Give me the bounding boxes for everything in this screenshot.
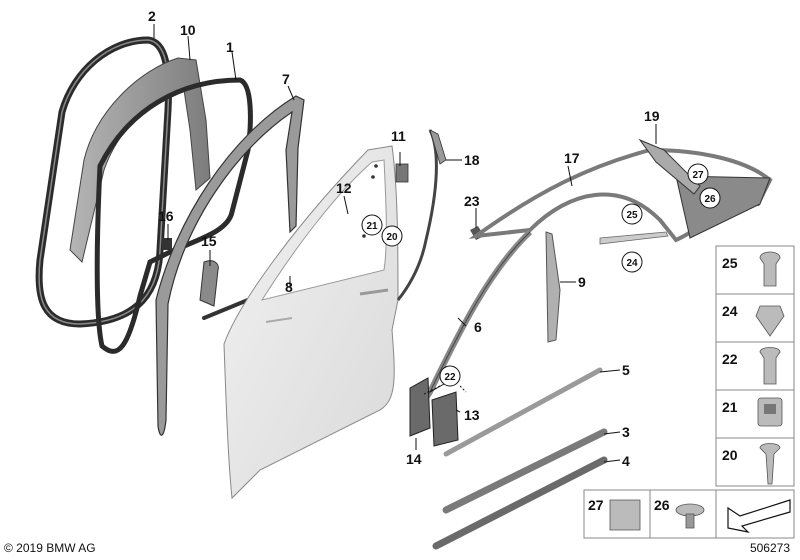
part-15-trim bbox=[199, 260, 219, 307]
callout-5: 5 bbox=[622, 362, 630, 378]
svg-text:8: 8 bbox=[285, 279, 293, 295]
callout-23: 23 bbox=[464, 193, 480, 209]
b-pillar-seal bbox=[396, 129, 438, 301]
callout-13: 13 bbox=[464, 407, 480, 423]
part-4-strip bbox=[432, 456, 608, 550]
document-number: 506273 bbox=[749, 541, 790, 555]
copyright-text: © 2019 BMW AG bbox=[4, 541, 96, 555]
circled-ref-26: 26 bbox=[699, 187, 721, 209]
svg-text:24: 24 bbox=[626, 258, 638, 269]
circled-ref-21: 21 bbox=[361, 214, 383, 236]
svg-text:2: 2 bbox=[148, 8, 156, 24]
svg-text:19: 19 bbox=[644, 108, 660, 124]
svg-text:1: 1 bbox=[226, 39, 234, 55]
svg-text:4: 4 bbox=[622, 453, 630, 469]
callout-2: 2 bbox=[148, 8, 156, 24]
callout-19: 19 bbox=[644, 108, 660, 124]
direction-arrow-box bbox=[715, 489, 795, 539]
svg-text:21: 21 bbox=[366, 221, 378, 232]
svg-text:25: 25 bbox=[626, 210, 638, 221]
callout-15: 15 bbox=[201, 233, 217, 249]
callout-10: 10 bbox=[180, 22, 196, 38]
svg-text:14: 14 bbox=[406, 451, 422, 467]
callout-7: 7 bbox=[282, 71, 290, 87]
svg-text:20: 20 bbox=[722, 447, 738, 463]
svg-text:18: 18 bbox=[464, 152, 480, 168]
callout-11: 11 bbox=[391, 128, 406, 144]
circled-ref-24: 24 bbox=[621, 251, 643, 273]
svg-text:26: 26 bbox=[654, 497, 670, 513]
svg-text:21: 21 bbox=[722, 399, 738, 415]
callout-8: 8 bbox=[285, 279, 293, 295]
callout-18: 18 bbox=[464, 152, 480, 168]
callout-1: 1 bbox=[226, 39, 234, 55]
part-3-strip bbox=[442, 428, 608, 514]
circled-ref-22: 22 bbox=[439, 365, 461, 387]
part-14-bracket bbox=[409, 377, 431, 437]
svg-text:27: 27 bbox=[588, 497, 604, 513]
svg-text:24: 24 bbox=[722, 303, 738, 319]
fastener-box-20: 20 bbox=[715, 437, 795, 487]
svg-text:23: 23 bbox=[464, 193, 480, 209]
svg-text:17: 17 bbox=[564, 150, 580, 166]
svg-text:15: 15 bbox=[201, 233, 217, 249]
part-9-cover bbox=[545, 231, 561, 343]
fastener-box-26: 26 bbox=[649, 489, 717, 539]
svg-text:22: 22 bbox=[444, 372, 456, 383]
callout-3: 3 bbox=[622, 424, 630, 440]
circled-ref-27: 27 bbox=[687, 163, 709, 185]
callout-4: 4 bbox=[622, 453, 630, 469]
door-seal-body bbox=[94, 77, 253, 354]
svg-text:13: 13 bbox=[464, 407, 480, 423]
part-11-clip bbox=[395, 163, 409, 183]
svg-text:11: 11 bbox=[391, 128, 406, 144]
svg-text:20: 20 bbox=[386, 232, 398, 243]
part-16-clip bbox=[162, 238, 172, 250]
svg-text:7: 7 bbox=[282, 71, 290, 87]
fastener-box-21: 21 bbox=[715, 389, 795, 439]
svg-text:3: 3 bbox=[622, 424, 630, 440]
fastener-box-22: 22 bbox=[715, 341, 795, 391]
callout-16: 16 bbox=[158, 208, 174, 224]
svg-text:5: 5 bbox=[622, 362, 630, 378]
callout-12: 12 bbox=[336, 180, 352, 196]
svg-text:25: 25 bbox=[722, 255, 738, 271]
fastener-box-25: 25 bbox=[715, 245, 795, 295]
circled-ref-25: 25 bbox=[621, 203, 643, 225]
circled-ref-20: 20 bbox=[381, 225, 403, 247]
svg-text:27: 27 bbox=[692, 170, 704, 181]
svg-text:12: 12 bbox=[336, 180, 352, 196]
svg-text:26: 26 bbox=[704, 194, 716, 205]
roof-trim bbox=[468, 147, 773, 243]
callout-14: 14 bbox=[406, 451, 422, 467]
door-frame-seal bbox=[155, 95, 305, 436]
fastener-box-24: 24 bbox=[715, 293, 795, 343]
part-5-strip bbox=[443, 367, 603, 457]
callout-6: 6 bbox=[474, 319, 482, 335]
svg-text:22: 22 bbox=[722, 351, 738, 367]
svg-text:10: 10 bbox=[180, 22, 196, 38]
callout-9: 9 bbox=[578, 274, 586, 290]
callout-17: 17 bbox=[564, 150, 580, 166]
svg-text:6: 6 bbox=[474, 319, 482, 335]
part-13-bracket bbox=[431, 391, 459, 447]
svg-text:9: 9 bbox=[578, 274, 586, 290]
fastener-box-27: 27 bbox=[583, 489, 651, 539]
svg-text:16: 16 bbox=[158, 208, 174, 224]
